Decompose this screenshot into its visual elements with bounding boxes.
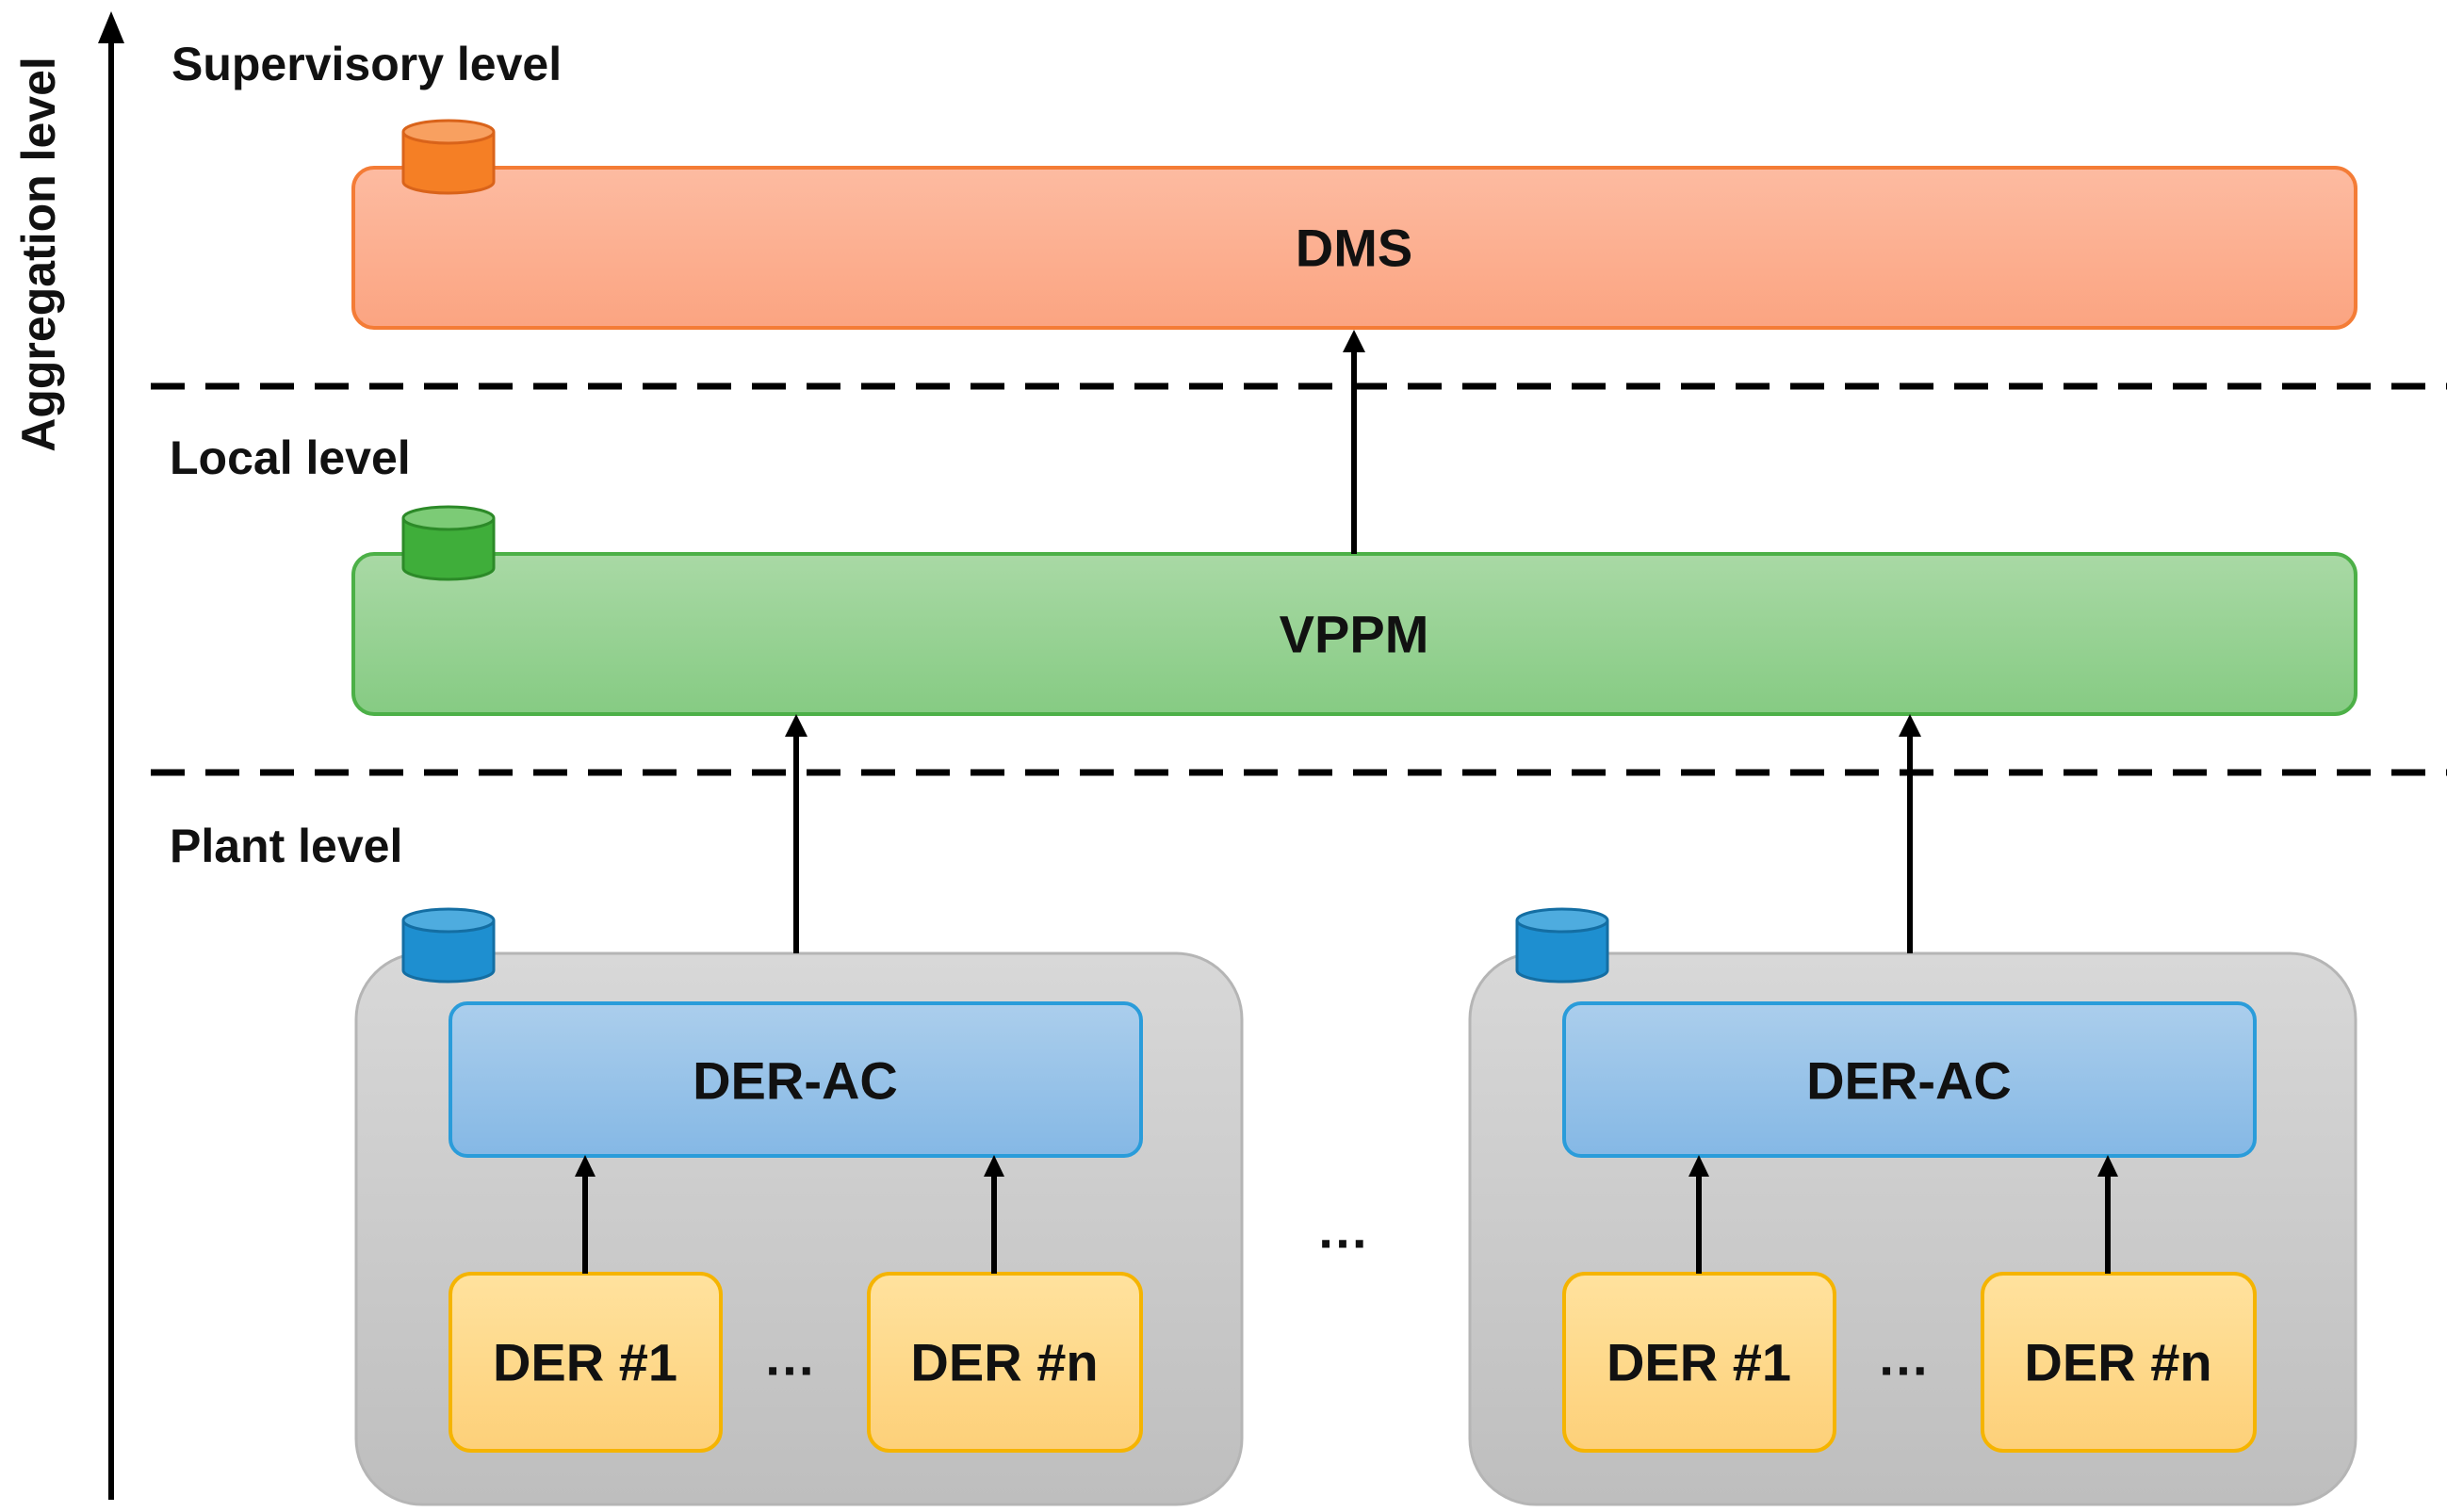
aggregation-axis: Aggregation level [12,11,124,1500]
arrowhead [1688,1155,1709,1177]
der-ellipsis-left: … [763,1327,816,1387]
der-box-left-first: DER #1 [449,1272,723,1453]
der-label: DER #n [2024,1333,2211,1392]
level-label-local: Local level [170,431,411,484]
der-box-left-last: DER #n [867,1272,1143,1453]
der-ac-label: DER-AC [1806,1051,2012,1111]
database-icon [1515,907,1609,984]
database-icon [401,505,496,581]
plants-ellipsis: … [1316,1200,1369,1260]
der-label: DER #1 [1607,1333,1791,1392]
der-ac-box-right: DER-AC [1562,1001,2257,1158]
dms-label: DMS [1296,219,1412,278]
der-ac-label: DER-AC [693,1051,898,1111]
der-ellipsis-right: … [1877,1327,1930,1387]
arrowhead [1343,330,1365,352]
axis-label: Aggregation level [12,57,65,452]
der-box-right-last: DER #n [1981,1272,2257,1453]
database-icon [401,907,496,984]
der-label: DER #1 [493,1333,677,1392]
arrowhead [785,714,808,737]
axis-arrowhead [98,11,124,43]
dms-box: DMS [351,166,2357,330]
arrowhead [2097,1155,2118,1177]
level-label-plant: Plant level [170,820,402,872]
der-ac-box-left: DER-AC [449,1001,1143,1158]
arrowhead [1899,714,1921,737]
vppm-label: VPPM [1280,605,1429,664]
database-icon [401,119,496,195]
vppm-box: VPPM [351,552,2357,716]
level-label-supervisory: Supervisory level [171,38,562,90]
arrowhead [984,1155,1004,1177]
der-label: DER #n [910,1333,1098,1392]
der-box-right-first: DER #1 [1562,1272,1836,1453]
arrowhead [575,1155,595,1177]
